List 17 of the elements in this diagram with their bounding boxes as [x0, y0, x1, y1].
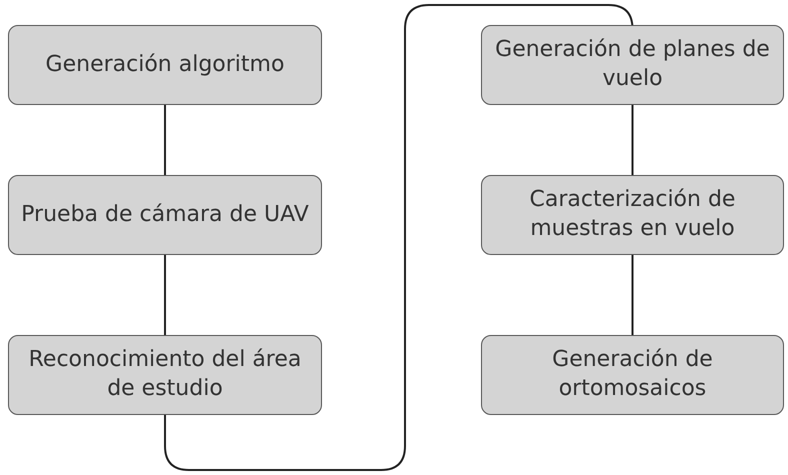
process-box	[8, 335, 322, 415]
process-box	[8, 25, 322, 105]
connector-line	[632, 255, 634, 335]
connector-line	[164, 4, 634, 471]
connector-line	[164, 105, 166, 175]
box-label: Reconocimiento del área de estudio	[28, 346, 302, 403]
process-box	[8, 175, 322, 255]
connector-line	[164, 255, 166, 335]
box-label: Generación algoritmo	[46, 50, 284, 79]
box-label: Generación de ortomosaicos	[551, 346, 714, 403]
process-box	[481, 175, 784, 255]
connector-line	[632, 105, 634, 175]
box-label: Generación de planes de vuelo	[494, 36, 771, 93]
box-label: Caracterización de muestras en vuelo	[528, 186, 736, 243]
process-box	[481, 335, 784, 415]
process-box	[481, 25, 784, 105]
box-label: Prueba de cámara de UAV	[21, 200, 309, 229]
